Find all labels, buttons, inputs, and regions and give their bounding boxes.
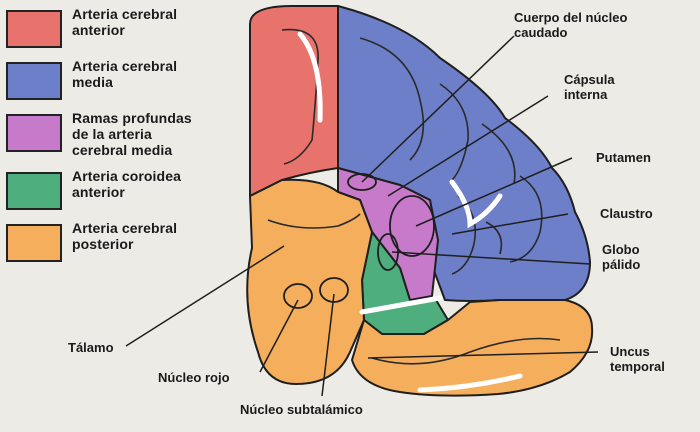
legend-item-media: Arteria cerebral media	[6, 56, 242, 104]
region-anterior-cerebral	[249, 5, 339, 197]
leader-putamen	[415, 157, 573, 227]
label-text: Cápsula	[564, 72, 615, 87]
legend-text: posterior	[72, 236, 134, 252]
label-text: interna	[564, 87, 608, 102]
legend-text: cerebral media	[72, 142, 173, 158]
legend-item-anterior: Arteria cerebral anterior	[6, 4, 242, 52]
legend-text: Arteria cerebral	[72, 220, 178, 236]
legend-text: Arteria cerebral	[72, 58, 178, 74]
leader-claustro	[451, 213, 569, 235]
leader-uncus	[367, 351, 599, 359]
leader-globo	[391, 251, 591, 265]
label-text: Cuerpo del núcleo	[514, 10, 628, 25]
legend: Arteria cerebral anterior Arteria cerebr…	[0, 0, 240, 270]
legend-text: Arteria coroidea	[72, 168, 181, 184]
label-nucleo-rojo: Núcleo rojo	[158, 370, 230, 385]
region-posterior-temporal	[351, 299, 594, 397]
legend-item-profundas: Ramas profundas de la arteria cerebral m…	[6, 108, 242, 166]
label-text: Globo	[602, 242, 640, 257]
label-talamo: Tálamo	[68, 340, 114, 355]
label-claustro: Claustro	[600, 206, 653, 221]
leader-cuerpo	[361, 35, 515, 183]
label-uncus-temporal: Uncus temporal	[610, 344, 665, 374]
leader-subtalamico	[321, 293, 335, 397]
leader-talamo	[125, 245, 285, 347]
legend-swatch-posterior	[6, 224, 62, 262]
label-text: pálido	[602, 257, 641, 272]
legend-item-posterior: Arteria cerebral posterior	[6, 218, 242, 266]
legend-label-anterior: Arteria cerebral anterior	[72, 6, 242, 38]
region-posterior-thalamus	[246, 178, 373, 385]
legend-swatch-media	[6, 62, 62, 100]
legend-item-coroidea: Arteria coroidea anterior	[6, 166, 242, 214]
label-nucleo-subtalamico: Núcleo subtalámico	[240, 402, 363, 417]
legend-label-profundas: Ramas profundas de la arteria cerebral m…	[72, 110, 242, 158]
leader-capsula	[387, 95, 549, 197]
legend-text: anterior	[72, 184, 125, 200]
legend-text: anterior	[72, 22, 125, 38]
legend-swatch-coroidea	[6, 172, 62, 210]
legend-text: de la arteria	[72, 126, 152, 142]
label-cuerpo-nucleo-caudado: Cuerpo del núcleo caudado	[514, 10, 627, 40]
label-text: caudado	[514, 25, 568, 40]
legend-swatch-anterior	[6, 10, 62, 48]
label-globo-palido: Globo pálido	[602, 242, 640, 272]
legend-text: Arteria cerebral	[72, 6, 178, 22]
label-text: temporal	[610, 359, 665, 374]
legend-label-posterior: Arteria cerebral posterior	[72, 220, 242, 252]
label-capsula-interna: Cápsula interna	[564, 72, 615, 102]
leader-nucleo-rojo	[259, 299, 299, 373]
label-text: Uncus	[610, 344, 650, 359]
legend-text: Ramas profundas	[72, 110, 192, 126]
legend-label-media: Arteria cerebral media	[72, 58, 242, 90]
legend-text: media	[72, 74, 113, 90]
legend-swatch-profundas	[6, 114, 62, 152]
legend-label-coroidea: Arteria coroidea anterior	[72, 168, 242, 200]
label-putamen: Putamen	[596, 150, 651, 165]
